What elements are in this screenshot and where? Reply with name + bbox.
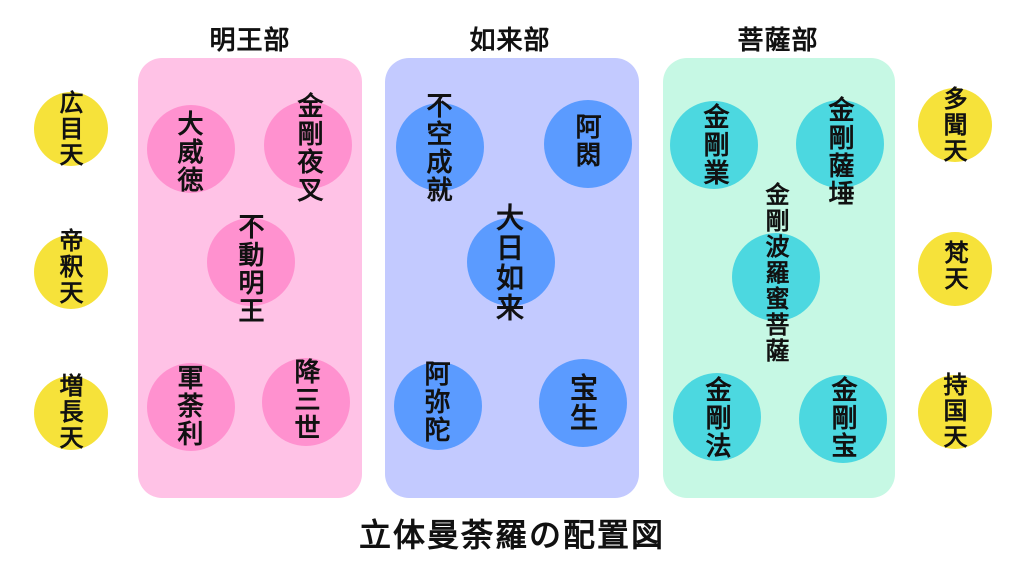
myoo-circle-fudo xyxy=(207,218,295,306)
label-tamonten: 多聞天 xyxy=(939,86,967,164)
label-taishakuten: 帝釈天 xyxy=(55,228,83,306)
ten-circle-taishakuten xyxy=(34,235,108,309)
label-fudo: 不動明王 xyxy=(234,213,264,325)
label-daitoku: 大威徳 xyxy=(173,110,203,194)
label-kongoho-dharma: 金剛法 xyxy=(701,376,731,460)
nyorai-circle-fukujoju xyxy=(396,103,484,191)
label-ashuku: 阿閦 xyxy=(571,113,601,169)
label-gundari: 軍荼利 xyxy=(173,364,203,448)
label-kongoharamitsu: 金剛波羅蜜菩薩 xyxy=(761,182,789,364)
label-zochoten: 増長天 xyxy=(55,373,83,451)
bosatsu-circle-kongogo xyxy=(670,101,758,189)
ten-circle-jikokuten xyxy=(918,375,992,449)
group-title-bosatsu: 菩薩部 xyxy=(737,26,819,56)
label-kongosatta: 金剛薩埵 xyxy=(824,96,854,208)
label-amida: 阿弥陀 xyxy=(420,360,450,444)
label-bonten: 梵天 xyxy=(940,240,968,292)
group-title-nyorai: 如来部 xyxy=(469,26,551,56)
label-dainichi: 大日如来 xyxy=(492,203,525,323)
myoo-circle-daitoku xyxy=(147,105,235,193)
bosatsu-circle-kongosatta xyxy=(796,100,884,188)
label-fukujoju: 不空成就 xyxy=(422,92,452,204)
bosatsu-circle-kongoharamitsu xyxy=(732,233,820,321)
label-gozanze: 降三世 xyxy=(290,358,320,442)
label-kongoho-treasure: 金剛宝 xyxy=(827,376,857,460)
label-kongoyasha: 金剛夜叉 xyxy=(293,92,323,204)
nyorai-circle-amida xyxy=(394,362,482,450)
ten-circle-bonten xyxy=(918,232,992,306)
ten-circle-zochoten xyxy=(34,376,108,450)
nyorai-circle-hosho xyxy=(539,359,627,447)
ten-circle-komokuten xyxy=(34,92,108,166)
label-hosho: 宝生 xyxy=(566,373,599,433)
group-title-myoo: 明王部 xyxy=(209,26,291,56)
label-komokuten: 広目天 xyxy=(55,90,83,168)
myoo-circle-gundari xyxy=(147,363,235,451)
nyorai-circle-ashuku xyxy=(544,100,632,188)
ten-circle-tamonten xyxy=(918,88,992,162)
footer-title: 立体曼荼羅の配置図 xyxy=(358,516,665,554)
bosatsu-circle-kongoho-dharma xyxy=(673,373,761,461)
myoo-circle-kongoyasha xyxy=(264,101,352,189)
nyorai-circle-dainichi xyxy=(467,218,555,306)
label-kongogo: 金剛業 xyxy=(699,103,729,187)
myoo-circle-gozanze xyxy=(262,358,350,446)
bosatsu-circle-kongoho-treasure xyxy=(799,375,887,463)
label-jikokuten: 持国天 xyxy=(939,372,967,450)
